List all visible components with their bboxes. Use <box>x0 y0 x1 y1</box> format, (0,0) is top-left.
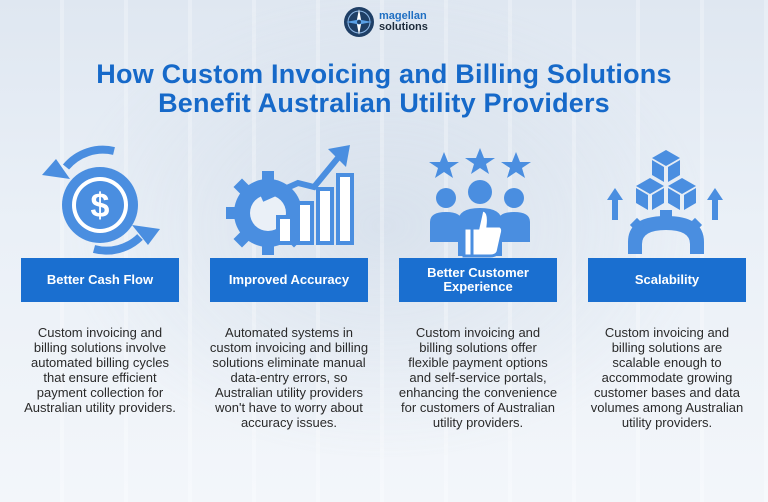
page-title: How Custom Invoicing and Billing Solutio… <box>0 60 768 118</box>
scalability-description: Custom invoicing and billing solutions a… <box>590 325 744 430</box>
title-line-1: How Custom Invoicing and Billing Solutio… <box>96 59 672 89</box>
better-customer-experience-description: Custom invoicing and billing solutions o… <box>398 325 558 430</box>
scaling-cubes-gear-icon <box>607 150 723 254</box>
brand-subname: solutions <box>379 21 428 33</box>
title-line-2: Benefit Australian Utility Providers <box>158 88 610 118</box>
better-cash-flow-description: Custom invoicing and billing solutions i… <box>24 325 176 415</box>
improved-accuracy-description: Automated systems in custom invoicing an… <box>209 325 369 430</box>
improved-accuracy-button: Improved Accuracy <box>210 258 368 302</box>
better-cash-flow-button: Better Cash Flow <box>21 258 179 302</box>
dollar-coin-cycle-icon: $ <box>42 145 160 255</box>
brand-logo: magellan solutions <box>343 6 428 38</box>
compass-logo-icon <box>344 7 374 37</box>
customers-thumbs-up-stars-icon <box>429 148 531 258</box>
svg-text:$: $ <box>91 187 110 225</box>
brand-name: magellan <box>379 10 427 22</box>
gear-growth-chart-icon <box>226 145 354 255</box>
scalability-button: Scalability <box>588 258 746 302</box>
better-customer-experience-button: Better Customer Experience <box>399 258 557 302</box>
